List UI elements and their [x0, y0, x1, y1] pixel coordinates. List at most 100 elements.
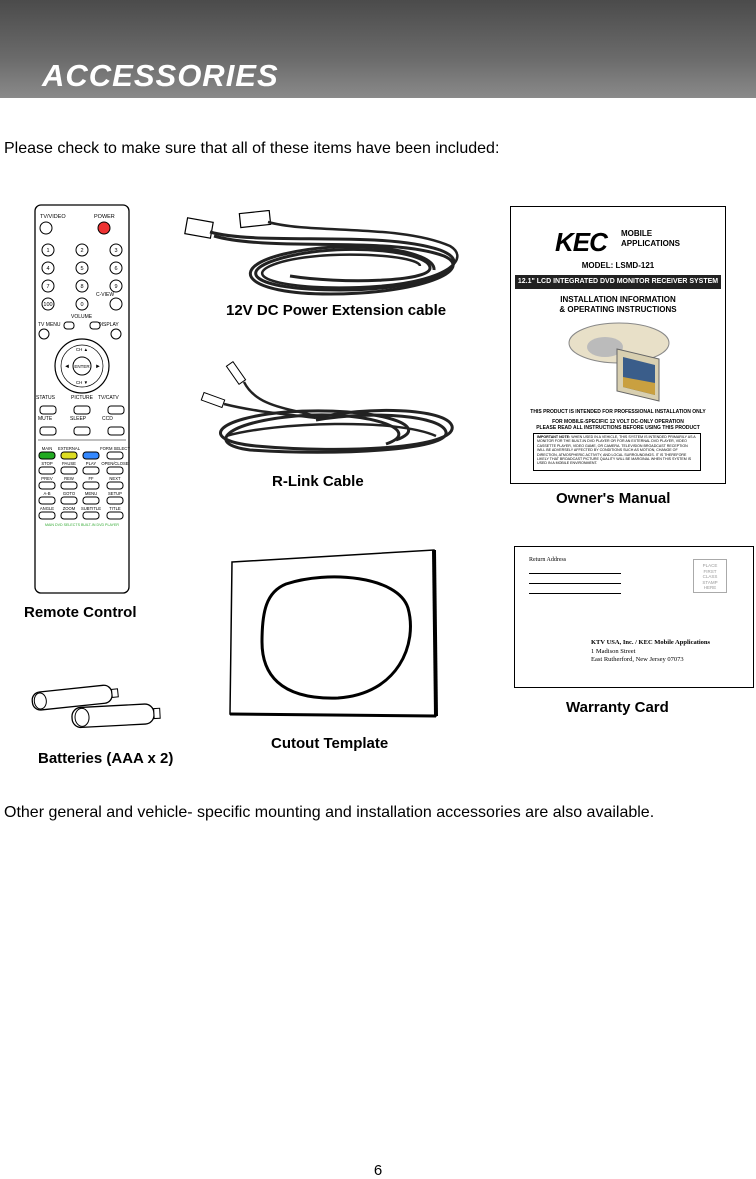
remote-key	[41, 261, 55, 275]
remote-volume-left	[63, 321, 75, 330]
cutout-template-illustration	[229, 549, 438, 718]
remote-key	[75, 279, 89, 293]
remote-volume-label: VOLUME	[71, 314, 93, 320]
stamp-line: PLACE	[702, 563, 718, 568]
address-line	[529, 573, 621, 574]
remote-ch-down-label: CH ▼	[76, 380, 88, 385]
remote-key-label: 3	[114, 248, 117, 254]
cutout-shape	[260, 575, 412, 700]
remote-button	[107, 426, 125, 436]
remote-dpad-inner	[60, 344, 104, 388]
remote-dvd-label: PREV	[41, 476, 53, 481]
remote-enter-button	[72, 356, 92, 376]
page-number: 6	[373, 1162, 383, 1179]
remote-dvd-label: FORM SELECT	[100, 446, 130, 451]
kec-sub-applications: APPLICATIONS	[621, 239, 680, 248]
remote-tvmenu-label: TV MENU	[38, 322, 61, 328]
remote-key-label: 2	[80, 248, 83, 254]
remote-status-label: STATUS	[36, 395, 56, 401]
remote-dvd-button	[38, 481, 56, 490]
remote-display-label: DISPLAY	[98, 322, 119, 328]
manual-model: MODEL: LSMD-121	[581, 261, 655, 270]
manual-note-body: WHEN USED IN A VEHICLE, THIS SYSTEM IS I…	[537, 435, 696, 466]
label-power-cable: 12V DC Power Extension cable	[226, 302, 447, 319]
rlink-plug-left	[200, 391, 226, 409]
remote-dvd-button	[82, 466, 100, 475]
remote-tvmenu-button	[38, 328, 50, 340]
manual-dc-note: FOR MOBILE-SPECIFIC 12 VOLT DC-ONLY OPER…	[511, 419, 725, 431]
mailing-street: 1 Madison Street	[591, 647, 636, 655]
remote-power-label: POWER	[94, 214, 115, 220]
remote-key-label: 4	[46, 266, 49, 272]
remote-arrow-left-icon: ◄	[64, 364, 70, 370]
remote-power-button-red	[97, 221, 111, 235]
remote-key-label: 8	[80, 284, 83, 290]
stamp-box: PLACE FIRST CLASS STAMP HERE	[693, 559, 727, 593]
remote-dvd-button	[106, 511, 124, 520]
remote-ccd-label: CCD	[102, 416, 113, 422]
remote-dvd-button	[38, 496, 56, 505]
label-owners-manual: Owner's Manual	[556, 490, 671, 507]
manual-install-title: INSTALLATION INFORMATION & OPERATING INS…	[511, 295, 725, 315]
cable-plug-left	[184, 217, 214, 239]
remote-footer-text: MAIN DVD SELECTS BUILT-IN DVD PLAYER	[45, 523, 119, 527]
remote-dvd-button	[106, 466, 124, 475]
remote-cview-label: C-VIEW	[96, 292, 114, 298]
manual-install-line2: & OPERATING INSTRUCTIONS	[559, 305, 677, 314]
mailing-address: KTV USA, Inc. / KEC Mobile Applications …	[591, 639, 710, 665]
page-title: ACCESSORIES	[42, 58, 279, 93]
remote-volume-right	[89, 321, 101, 330]
remote-dvd-button	[60, 481, 78, 490]
remote-button	[39, 426, 57, 436]
remote-button	[107, 405, 125, 415]
remote-tvcatv-label: TV/CATV	[98, 395, 119, 401]
battery-front	[71, 703, 161, 729]
intro-text: Please check to make sure that all of th…	[4, 140, 500, 157]
stamp-line: HERE	[703, 585, 717, 590]
remote-button	[73, 405, 91, 415]
label-rlink-cable: R-Link Cable	[272, 473, 364, 490]
manual-install-line1: INSTALLATION INFORMATION	[560, 295, 676, 304]
label-remote-control: Remote Control	[24, 604, 137, 621]
remote-cview-button	[109, 297, 123, 311]
remote-key	[75, 297, 89, 311]
rlink-cable-illustration	[200, 360, 454, 454]
remote-dvd-label: SUBTITLE	[81, 506, 101, 511]
remote-power-button	[39, 221, 53, 235]
remote-sleep-label: SLEEP	[70, 416, 87, 422]
manual-pro-note: THIS PRODUCT IS INTENDED FOR PROFESSIONA…	[530, 409, 706, 415]
remote-arrow-right-icon: ►	[95, 364, 101, 370]
battery-back	[31, 684, 119, 711]
stamp-line: FIRST	[703, 568, 717, 574]
manual-important-note: IMPORTANT NOTE: WHEN USED IN A VEHICLE, …	[533, 433, 701, 471]
remote-dvd-button	[82, 451, 100, 460]
manual-note-title: IMPORTANT NOTE:	[537, 435, 571, 439]
remote-dvd-label: PAUSE	[62, 461, 76, 466]
remote-dvd-button	[38, 466, 56, 475]
remote-dvd-button	[106, 496, 124, 505]
label-batteries: Batteries (AAA x 2)	[38, 750, 174, 767]
outro-text: Other general and vehicle- specific moun…	[4, 804, 655, 821]
remote-dvd-button	[60, 496, 78, 505]
remote-display-button	[110, 328, 122, 340]
rlink-plug-top	[225, 360, 247, 386]
remote-dvd-button	[82, 481, 100, 490]
remote-dvd-button	[38, 451, 56, 460]
remote-key	[109, 243, 123, 257]
remote-dvd-button	[60, 451, 78, 460]
remote-dvd-label: SETUP	[108, 491, 122, 496]
remote-dvd-label: ZOOM	[63, 506, 76, 511]
mailing-city: East Rutherford, New Jersey 07073	[591, 656, 684, 663]
address-line	[529, 593, 621, 594]
remote-key-label: 0	[80, 302, 83, 308]
remote-key-label: 7	[46, 284, 49, 290]
remote-key-label: 9	[114, 284, 117, 290]
remote-key	[75, 261, 89, 275]
remote-body	[34, 204, 130, 594]
remote-key-label: 5	[80, 266, 83, 272]
remote-dvd-label: GOTO	[63, 491, 76, 496]
remote-dvd-label: MENU	[85, 491, 97, 496]
